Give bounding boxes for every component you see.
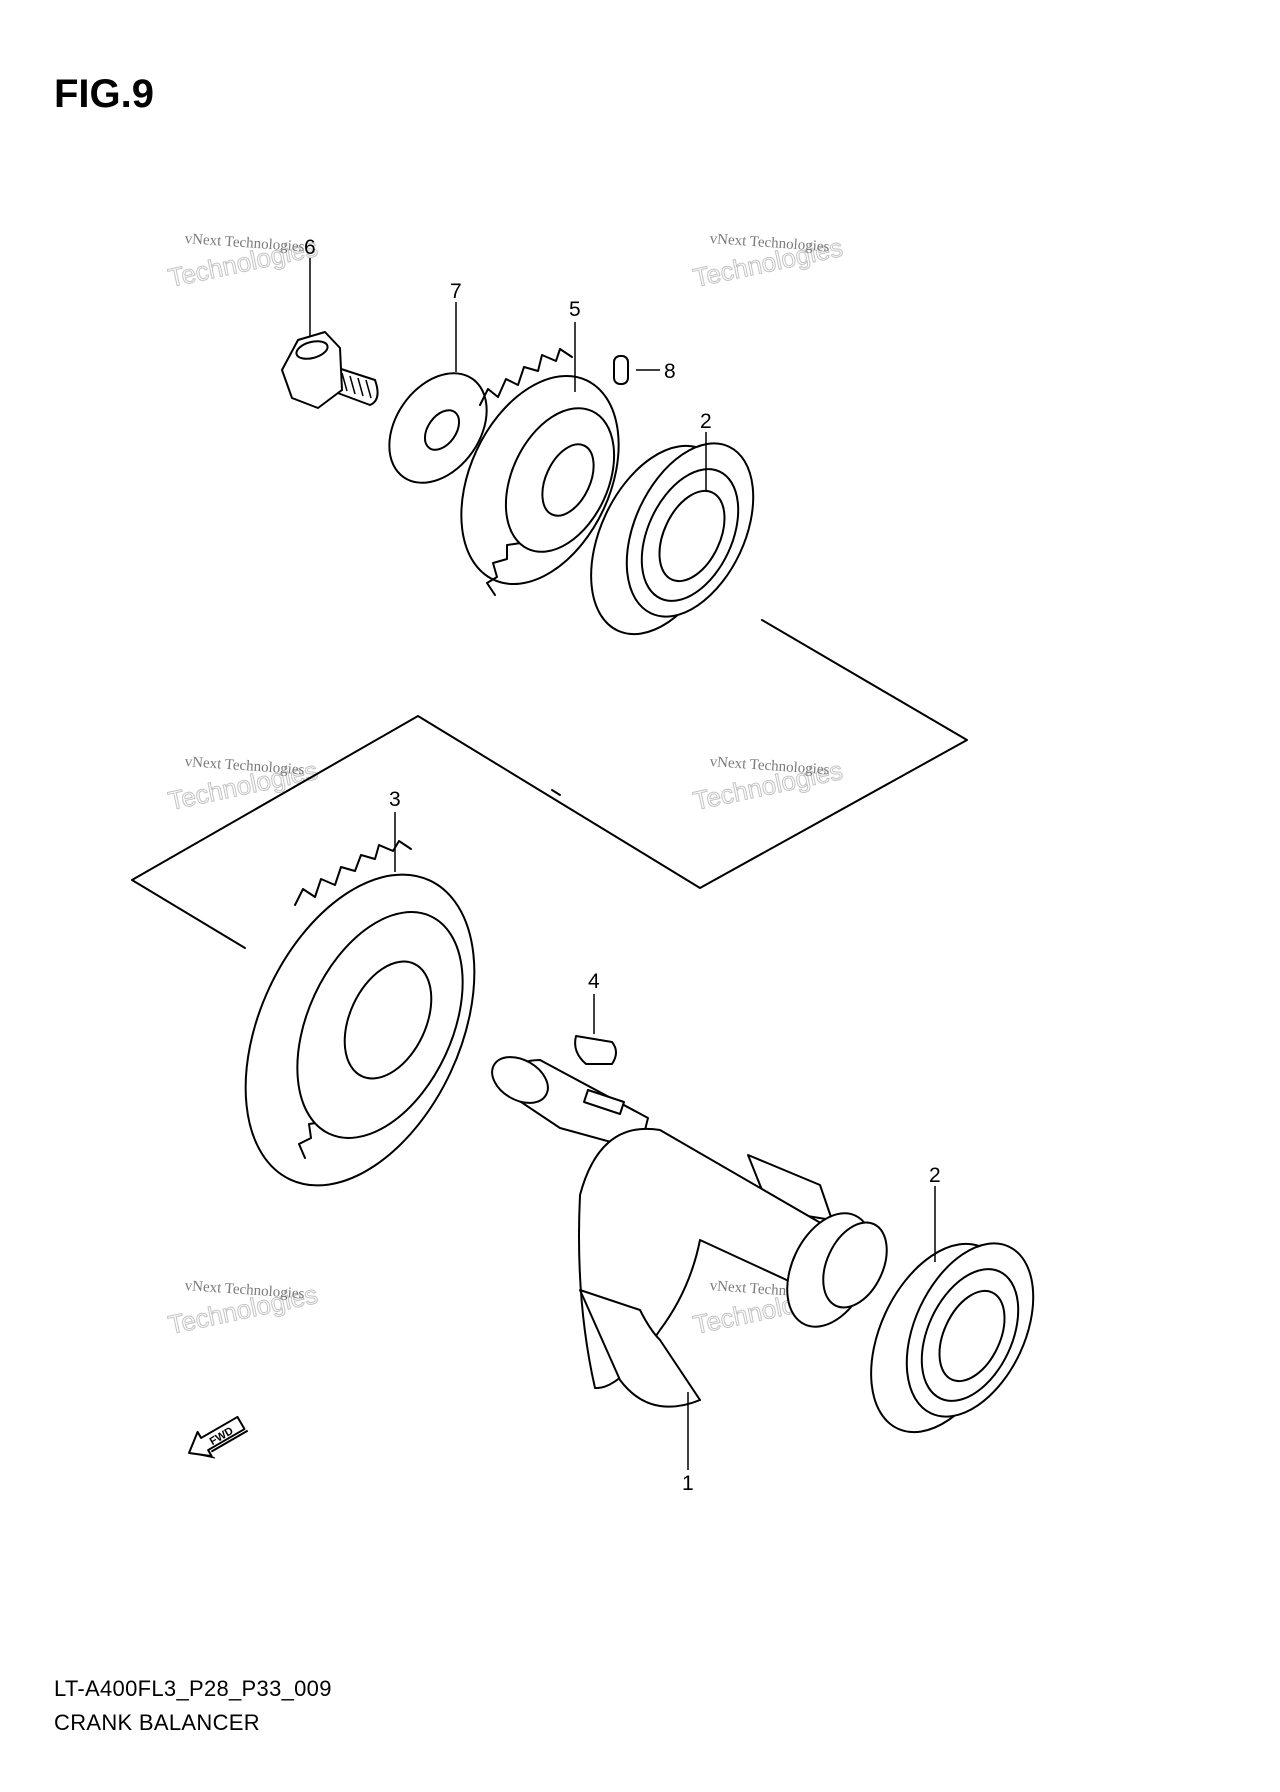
bolt-part	[281, 331, 379, 409]
assembly-outline	[131, 619, 968, 949]
figure-code: LT-A400FL3_P28_P33_009	[54, 1676, 332, 1701]
svg-text:FWD: FWD	[208, 1425, 236, 1448]
watermark: Technologies vNext Technologies	[165, 1278, 321, 1341]
watermark-layer: Technologies vNext Technologies Technolo…	[165, 231, 846, 1341]
callout-3: 3	[389, 788, 401, 811]
fwd-arrow-icon: FWD	[188, 1415, 249, 1459]
callout-7: 7	[450, 280, 462, 303]
figure-name: CRANK BALANCER	[54, 1710, 260, 1735]
callout-5: 5	[569, 298, 581, 321]
balancer-shaft-part	[491, 1056, 888, 1408]
figure-title: FIG.9	[54, 72, 155, 116]
callout-2-lower: 2	[929, 1164, 941, 1187]
callout-1: 1	[682, 1472, 694, 1495]
bearing-upper-part	[590, 442, 755, 636]
gear-lower-part	[244, 840, 476, 1187]
callout-4: 4	[588, 970, 600, 993]
callout-labels: 6 7 5 8 2 3 4 2 1	[304, 236, 941, 1495]
key-part	[574, 1035, 617, 1065]
bearing-lower-part	[870, 1242, 1035, 1434]
washer-part	[388, 372, 488, 484]
callout-6: 6	[304, 236, 316, 259]
gear-upper-part	[460, 348, 620, 596]
leader-lines	[309, 258, 936, 1470]
pin-part	[613, 355, 629, 385]
watermark: Technologies vNext Technologies	[690, 754, 846, 817]
callout-8: 8	[664, 360, 676, 383]
watermark: Technologies vNext Technologies	[690, 231, 846, 294]
callout-2-upper: 2	[700, 410, 712, 433]
watermark: Technologies vNext Technologies	[165, 231, 321, 294]
